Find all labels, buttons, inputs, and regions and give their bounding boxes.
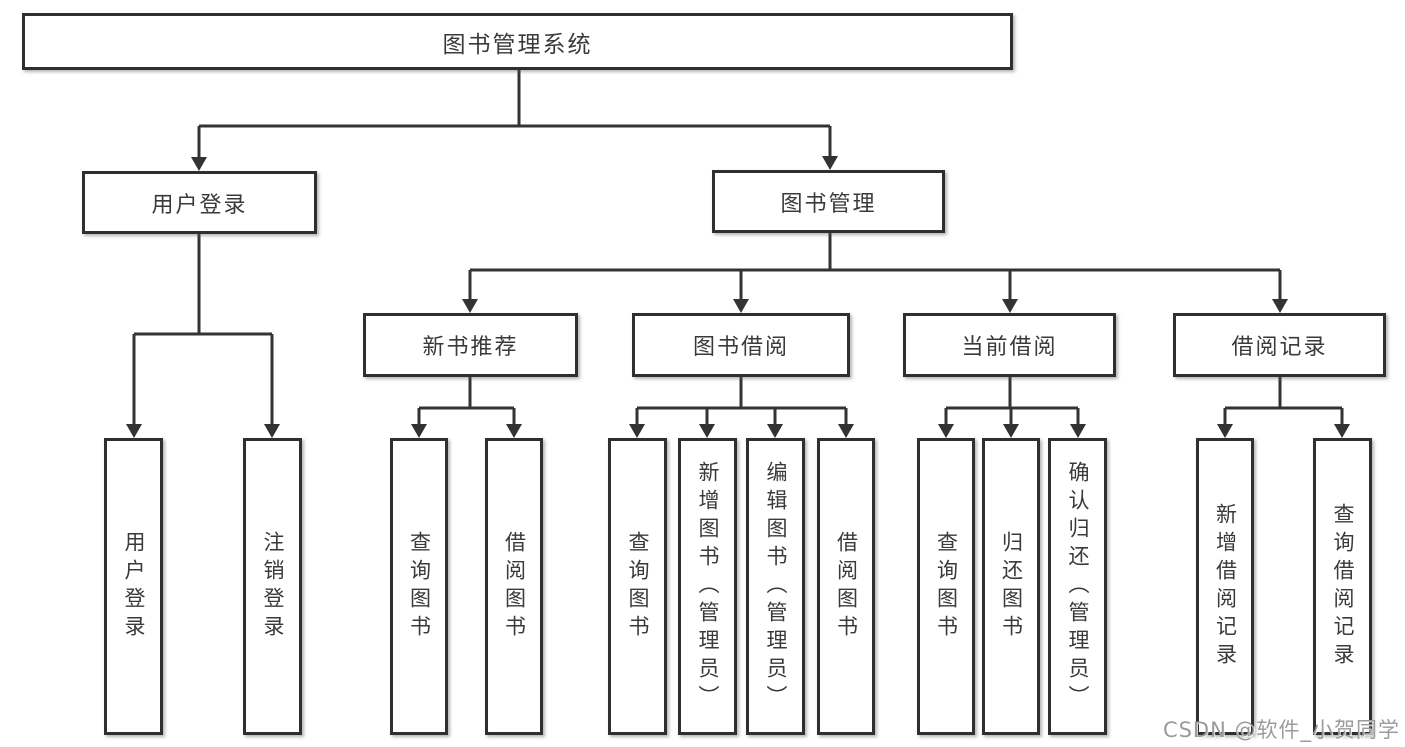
arrowhead — [411, 424, 427, 438]
node-new-book-recommend: 新书推荐 — [363, 313, 578, 377]
connector-root — [197, 70, 832, 157]
node-label: 查询图书 — [407, 530, 432, 643]
node-label: 查询图书 — [934, 530, 959, 643]
node-label: 确认归还（管理员） — [1066, 460, 1090, 713]
node-user-login: 用户登录 — [82, 171, 317, 234]
node-label: 查询图书 — [626, 530, 650, 643]
leaf-borrow-books-borrow: 借阅图书 — [817, 438, 875, 735]
node-label: 新增图书（管理员） — [696, 460, 720, 713]
arrowhead — [126, 424, 142, 438]
connector-book-borrow — [635, 377, 848, 424]
connector-borrow-records — [1223, 377, 1344, 424]
node-label: 用户登录 — [151, 192, 248, 218]
node-label: 注销登录 — [261, 530, 285, 643]
connector-current-borrow — [944, 377, 1080, 424]
arrowhead — [506, 424, 522, 438]
node-label: 新增借阅记录 — [1213, 502, 1238, 671]
arrowhead — [733, 299, 749, 313]
arrowhead — [767, 424, 783, 438]
node-label: 借阅图书 — [502, 530, 527, 643]
leaf-confirm-return-admin: 确认归还（管理员） — [1048, 438, 1107, 735]
node-label: 查询借阅记录 — [1331, 502, 1355, 671]
node-book-borrow: 图书借阅 — [632, 313, 850, 377]
arrowhead — [191, 157, 207, 171]
node-label: 用户登录 — [122, 530, 146, 643]
node-label: 当前借阅 — [961, 335, 1058, 360]
node-library-management-system: 图书管理系统 — [22, 13, 1013, 70]
node-label: 借阅记录 — [1231, 335, 1328, 360]
arrowhead — [699, 424, 715, 438]
arrowhead — [1217, 424, 1233, 438]
node-label: 编辑图书（管理员） — [764, 460, 788, 713]
arrowhead — [264, 424, 280, 438]
node-label: 新书推荐 — [422, 335, 519, 360]
leaf-add-books-admin: 新增图书（管理员） — [678, 438, 737, 735]
arrowhead — [462, 299, 478, 313]
node-label: 图书借阅 — [692, 335, 789, 360]
arrowhead — [822, 156, 838, 170]
arrowhead — [1272, 299, 1288, 313]
node-label: 借阅图书 — [834, 530, 859, 643]
leaf-query-books-recommend: 查询图书 — [390, 438, 448, 735]
arrowhead — [1070, 424, 1086, 438]
arrowhead — [629, 424, 645, 438]
leaf-logout: 注销登录 — [243, 438, 302, 735]
node-borrow-records: 借阅记录 — [1173, 313, 1386, 377]
leaf-query-books-current: 查询图书 — [917, 438, 975, 735]
leaf-query-borrow-record: 查询借阅记录 — [1313, 438, 1372, 735]
arrowhead — [1002, 299, 1018, 313]
node-label: 图书管理 — [780, 191, 877, 217]
connector-user-login — [132, 234, 274, 424]
node-current-borrow: 当前借阅 — [903, 313, 1116, 377]
connector-new-book-recommend — [417, 377, 516, 424]
node-label: 图书管理系统 — [442, 31, 593, 58]
arrowhead — [938, 424, 954, 438]
csdn-watermark: CSDN @软件_小贺同学 — [1162, 718, 1400, 742]
node-label: 归还图书 — [999, 530, 1024, 643]
leaf-query-books-borrow: 查询图书 — [608, 438, 667, 735]
leaf-add-borrow-record: 新增借阅记录 — [1196, 438, 1254, 735]
connector-book-management — [468, 233, 1282, 299]
arrowhead — [1334, 424, 1350, 438]
leaf-edit-books-admin: 编辑图书（管理员） — [746, 438, 805, 735]
arrowhead — [1003, 424, 1019, 438]
leaf-user-login: 用户登录 — [104, 438, 163, 735]
leaf-return-books: 归还图书 — [982, 438, 1040, 735]
arrowhead — [838, 424, 854, 438]
leaf-borrow-books-recommend: 借阅图书 — [485, 438, 543, 735]
node-book-management: 图书管理 — [712, 170, 945, 233]
